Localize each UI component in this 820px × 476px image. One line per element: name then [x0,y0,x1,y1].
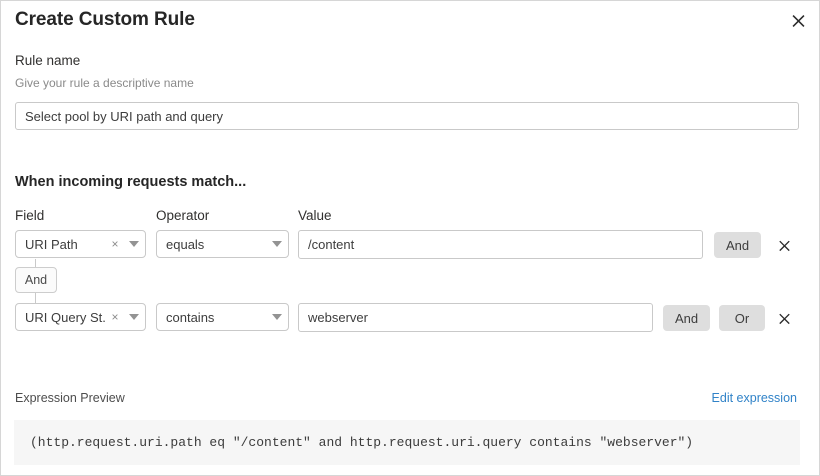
operator-select-row-2[interactable]: contains [156,303,289,331]
chevron-down-icon[interactable] [123,314,145,320]
expression-preview-label: Expression Preview [15,391,125,405]
rule-name-help-text: Give your rule a descriptive name [15,76,194,90]
field-select-row-1[interactable]: URI Path × [15,230,146,258]
and-button-row-2[interactable]: And [663,305,711,331]
clear-field-icon[interactable]: × [111,237,119,251]
field-select-row-2-value: URI Query St... [25,309,107,325]
connector-line-bottom [35,293,36,303]
connector-line-top [35,259,36,267]
edit-expression-link[interactable]: Edit expression [711,391,797,405]
connector-and-chip[interactable]: And [15,267,57,293]
chevron-down-icon[interactable] [266,241,288,247]
close-icon[interactable] [785,7,811,33]
operator-select-row-1[interactable]: equals [156,230,289,258]
column-header-field: Field [15,208,45,223]
column-header-operator: Operator [156,208,210,223]
rule-name-input[interactable] [15,102,799,130]
field-select-row-2[interactable]: URI Query St... × [15,303,146,331]
and-button-row-1[interactable]: And [714,232,762,258]
or-button-row-2[interactable]: Or [719,305,765,331]
field-select-row-1-value: URI Path [25,236,78,252]
operator-select-row-1-value: equals [166,236,205,252]
value-input-row-2[interactable] [298,303,653,332]
value-input-row-1[interactable] [298,230,703,259]
expression-preview-code: (http.request.uri.path eq "/content" and… [14,420,800,465]
rule-name-label: Rule name [15,53,81,68]
operator-select-row-2-value: contains [166,309,215,325]
clear-field-icon[interactable]: × [111,310,119,324]
delete-row-1-icon[interactable] [773,234,795,256]
conditions-heading: When incoming requests match... [15,174,247,190]
column-header-value: Value [298,208,332,223]
chevron-down-icon[interactable] [123,241,145,247]
chevron-down-icon[interactable] [266,314,288,320]
delete-row-2-icon[interactable] [773,307,795,329]
dialog-title: Create Custom Rule [15,9,195,30]
